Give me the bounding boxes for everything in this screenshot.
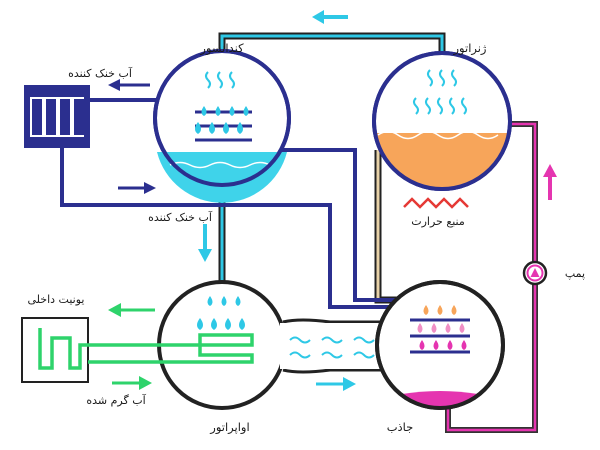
arrow-right-icon-2: [112, 376, 152, 390]
chilled-water-loop: [21, 317, 254, 383]
arrow-left-icon-2: [108, 79, 150, 91]
cooling-water-mid-label: آب خنک کننده: [148, 210, 213, 224]
generator-vessel: [372, 51, 512, 191]
evaporator-droplets-icon: [197, 296, 245, 330]
heat-source-label: منبع حرارت: [411, 215, 465, 228]
arrow-right-icon: [118, 182, 156, 194]
arrow-left-icon: [312, 10, 348, 24]
indoor-unit-label: یونیت داخلی: [28, 293, 85, 306]
condenser-vapor-icon: [205, 71, 235, 89]
cooling-water-top-label: آب خنک کننده: [68, 66, 133, 80]
absorber-vessel: [375, 280, 505, 410]
generator-label: ژنراتور: [453, 41, 487, 56]
pump-icon: [522, 260, 548, 286]
arrow-up-icon: [543, 164, 557, 200]
vapor-tunnel: [280, 318, 386, 374]
condenser-vessel: [153, 49, 291, 203]
hot-water-label: آب گرم شده: [86, 393, 146, 407]
condenser-droplets-icon: [195, 106, 249, 134]
heat-source-icon: [403, 197, 469, 209]
arrow-left-icon-3: [108, 303, 155, 317]
condenser-label: کندانسور: [199, 41, 244, 56]
absorber-label: جاذب: [387, 420, 414, 434]
absorber-droplets-icon: [417, 305, 467, 350]
strong-solution-loop: [445, 121, 538, 433]
water-vapor-icon: [289, 336, 375, 359]
absorber-coil: [410, 318, 470, 354]
arrow-down-icon: [198, 224, 212, 262]
arrow-right-icon-3: [316, 377, 356, 391]
pump-label: پمپ: [565, 267, 585, 280]
generator-vapor-icon: [413, 69, 467, 115]
cooling-tower: [24, 85, 90, 148]
evaporator-label: اواپراتور: [209, 420, 249, 435]
